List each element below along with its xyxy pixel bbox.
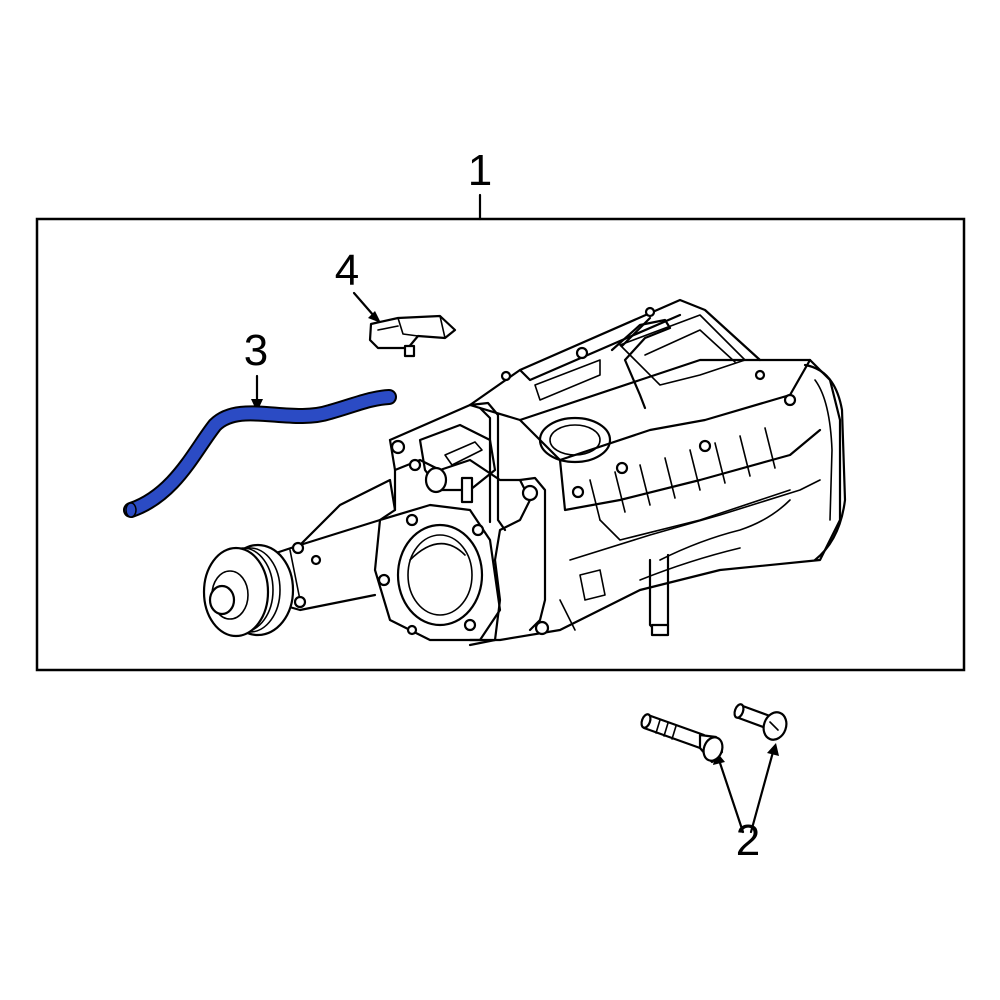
callout-4-leader bbox=[352, 291, 376, 318]
callout-4-arrowhead bbox=[368, 311, 381, 323]
hose-fill bbox=[125, 391, 395, 516]
sensor-part-4 bbox=[368, 314, 457, 358]
callout-2-leader-left bbox=[717, 758, 745, 834]
bolts-part-2 bbox=[640, 703, 788, 764]
callout-2-arrowhead-right bbox=[767, 743, 779, 756]
bolt-left bbox=[640, 713, 724, 764]
assembly-frame bbox=[35, 217, 966, 672]
supercharger-assembly-part-1 bbox=[202, 298, 847, 647]
callout-2-leader-right bbox=[749, 750, 775, 834]
callout-3-label: 3 bbox=[244, 326, 268, 375]
bolt-right bbox=[733, 703, 788, 741]
callout-4-label: 4 bbox=[335, 246, 359, 295]
vacuum-hose-part-3 bbox=[123, 389, 397, 518]
callout-3-arrowhead bbox=[251, 399, 263, 412]
callout-1-label: 1 bbox=[468, 146, 492, 195]
